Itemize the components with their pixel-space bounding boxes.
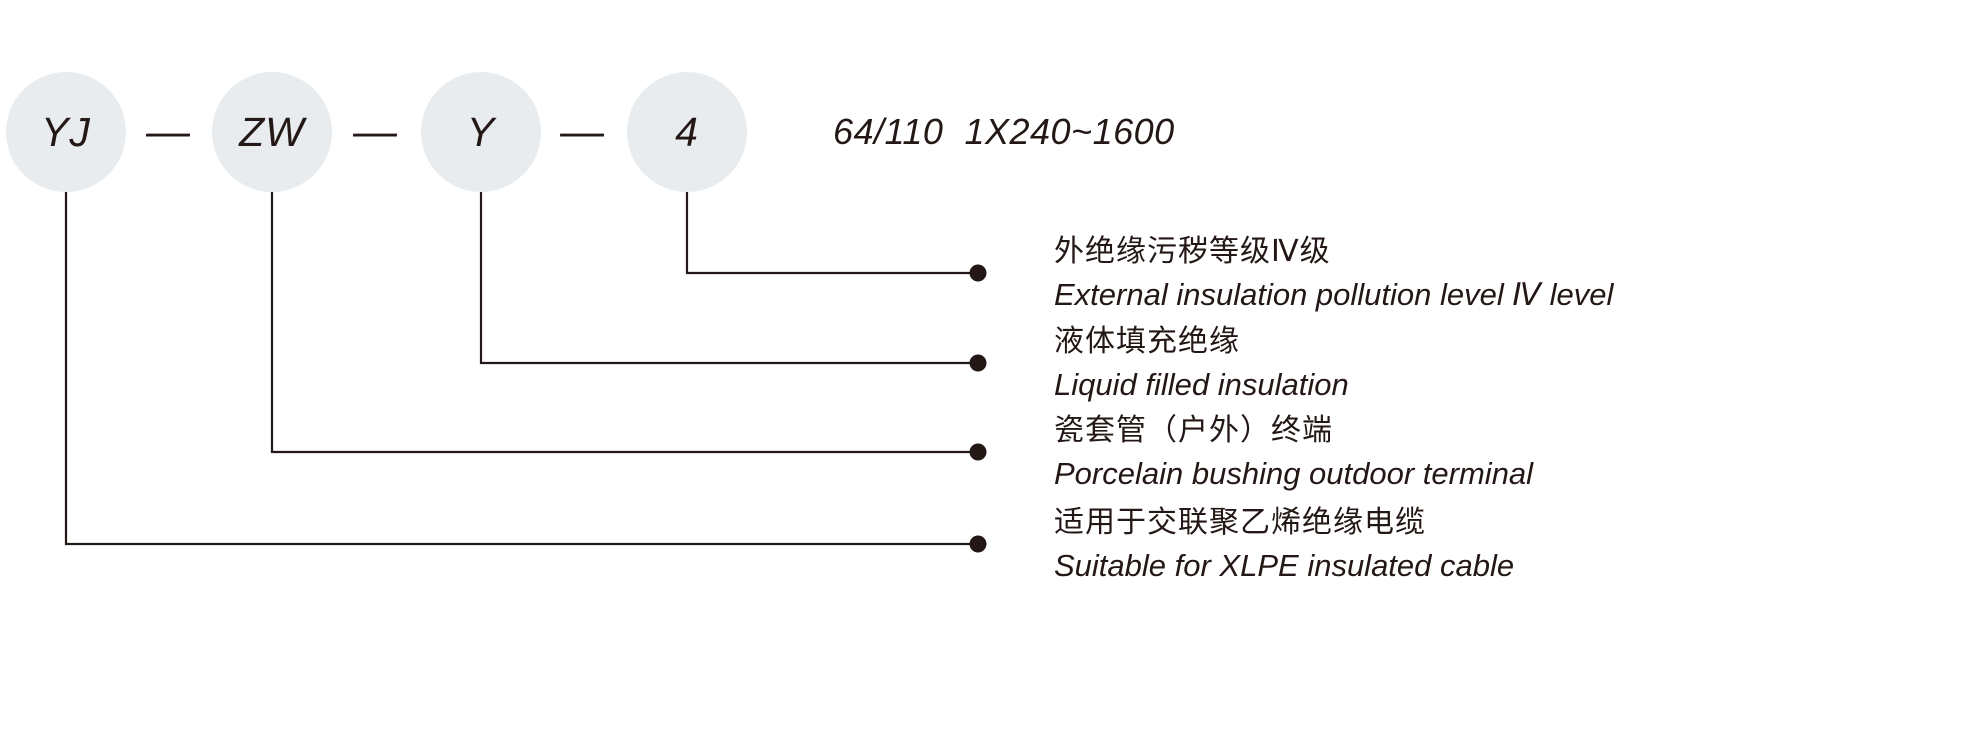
legend-en-label: Suitable for XLPE insulated cable bbox=[1054, 548, 1515, 583]
code-segment-circle-yj: YJ bbox=[6, 72, 126, 192]
code-segment-label-zw: ZW bbox=[239, 108, 305, 155]
legend-en-label: Liquid filled insulation bbox=[1054, 367, 1349, 402]
separator-dash: — bbox=[560, 72, 604, 192]
connector-dot bbox=[969, 354, 987, 372]
code-segment-circle-4: 4 bbox=[627, 72, 747, 192]
legend-row-xlpe-cable: 适用于交联聚乙烯绝缘电缆 Suitable for XLPE insulated… bbox=[1054, 502, 1854, 588]
connector-dot bbox=[969, 264, 987, 282]
legend-zh-label: 瓷套管（户外）终端 bbox=[1054, 414, 1333, 447]
code-segment-label-y: Y bbox=[466, 108, 496, 155]
code-segment-circle-y: Y bbox=[421, 72, 541, 192]
spec-text: 64/110 1X240~1600 bbox=[833, 111, 1175, 152]
legend-row-pollution-level: 外绝缘污秽等级Ⅳ级 External insulation pollution … bbox=[1054, 231, 1854, 317]
legend-en-label: External insulation pollution level Ⅳ le… bbox=[1054, 277, 1614, 312]
connector-dot bbox=[969, 443, 987, 461]
code-segment-label-4: 4 bbox=[675, 108, 699, 155]
separator-dash: — bbox=[146, 72, 190, 192]
legend-row-porcelain-terminal: 瓷套管（户外）终端 Porcelain bushing outdoor term… bbox=[1054, 410, 1854, 496]
code-segment-label-yj: YJ bbox=[41, 108, 91, 155]
legend-zh-label: 液体填充绝缘 bbox=[1054, 325, 1240, 358]
connector-line-4 bbox=[685, 192, 978, 275]
legend-row-liquid-insulation: 液体填充绝缘 Liquid filled insulation bbox=[1054, 321, 1854, 407]
legend-en-label: Porcelain bushing outdoor terminal bbox=[1054, 456, 1534, 491]
separator-dash: — bbox=[353, 72, 397, 192]
connector-line-yj bbox=[64, 192, 978, 546]
separator-dash-glyph: — bbox=[146, 107, 190, 156]
connector-line-zw bbox=[270, 192, 978, 454]
legend-zh-label: 适用于交联聚乙烯绝缘电缆 bbox=[1054, 506, 1426, 539]
separator-dash-glyph: — bbox=[560, 107, 604, 156]
legend-zh-label: 外绝缘污秽等级Ⅳ级 bbox=[1054, 235, 1331, 268]
connector-line-y bbox=[479, 192, 978, 365]
code-segment-circle-zw: ZW bbox=[212, 72, 332, 192]
connector-dot bbox=[969, 535, 987, 553]
separator-dash-glyph: — bbox=[353, 107, 397, 156]
